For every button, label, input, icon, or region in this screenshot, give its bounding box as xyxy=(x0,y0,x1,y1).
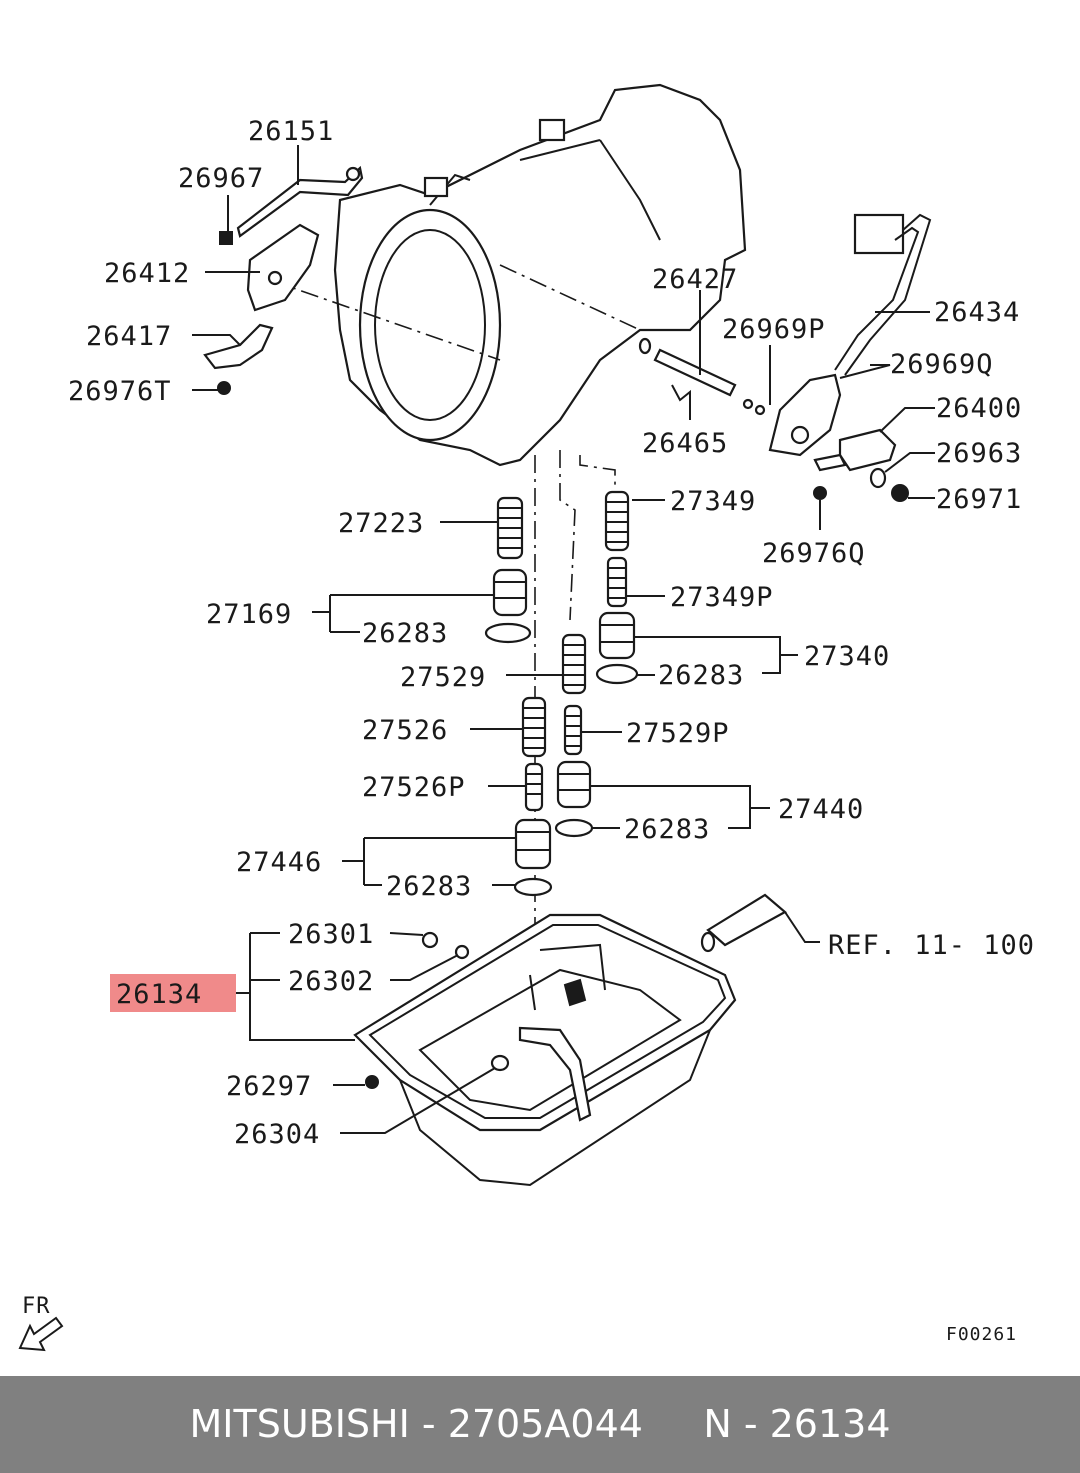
label-26465: 26465 xyxy=(642,428,728,459)
label-27526P: 27526P xyxy=(362,772,466,803)
label-27526: 27526 xyxy=(362,715,448,746)
valve-springs xyxy=(484,490,639,897)
front-arrow-icon xyxy=(18,1316,64,1352)
label-26400: 26400 xyxy=(936,393,1022,424)
label-26417: 26417 xyxy=(86,321,172,352)
centerline-1 xyxy=(269,279,501,361)
label-26283-b: 26283 xyxy=(658,660,744,691)
label-ref-11-100: REF. 11- 100 xyxy=(828,930,1035,961)
label-26963: 26963 xyxy=(936,438,1022,469)
label-26969P: 26969P xyxy=(722,314,826,345)
centerline-4 xyxy=(559,450,576,621)
highlight-box xyxy=(110,974,236,1012)
centerline-5 xyxy=(579,455,616,490)
part-number-footer: MITSUBISHI - 2705A044 N - 26134 xyxy=(0,1376,1080,1473)
label-27349P: 27349P xyxy=(670,582,774,613)
label-26302: 26302 xyxy=(288,966,374,997)
front-direction-indicator: FR xyxy=(18,1294,64,1352)
fr-label: FR xyxy=(22,1294,51,1319)
inhibitor-switch xyxy=(768,213,932,502)
label-26969Q: 26969Q xyxy=(890,349,994,380)
label-27349: 27349 xyxy=(670,486,756,517)
figure-code: F00261 xyxy=(946,1324,1017,1345)
label-26971: 26971 xyxy=(936,484,1022,515)
label-27529P: 27529P xyxy=(626,718,730,749)
label-27440: 27440 xyxy=(778,794,864,825)
label-27223: 27223 xyxy=(338,508,424,539)
label-26434: 26434 xyxy=(934,297,1020,328)
centerline-2 xyxy=(499,264,641,331)
label-26427: 26427 xyxy=(652,264,738,295)
label-26304: 26304 xyxy=(234,1119,320,1150)
manual-shaft xyxy=(638,337,766,420)
part-labels: 26151 26967 26412 26417 26976T 26427 269… xyxy=(68,116,1035,1150)
label-26283-d: 26283 xyxy=(386,871,472,902)
transmission-case xyxy=(333,83,747,467)
label-27169: 27169 xyxy=(206,599,292,630)
label-26967: 26967 xyxy=(178,163,264,194)
label-26134: 26134 xyxy=(116,979,202,1010)
label-26297: 26297 xyxy=(226,1071,312,1102)
parts-diagram: 26151 26967 26412 26417 26976T 26427 269… xyxy=(18,83,1035,1352)
shift-linkage xyxy=(203,165,364,395)
label-27340: 27340 xyxy=(804,641,890,672)
label-26976T: 26976T xyxy=(68,376,172,407)
label-26283-c: 26283 xyxy=(624,814,710,845)
leader-lines xyxy=(192,145,935,1134)
label-26283-a: 26283 xyxy=(362,618,448,649)
label-26151: 26151 xyxy=(248,116,334,147)
oil-pan xyxy=(353,893,787,1187)
label-26412: 26412 xyxy=(104,258,190,289)
label-27446: 27446 xyxy=(236,847,322,878)
label-27529: 27529 xyxy=(400,662,486,693)
label-26976Q: 26976Q xyxy=(762,538,866,569)
label-26301: 26301 xyxy=(288,919,374,950)
